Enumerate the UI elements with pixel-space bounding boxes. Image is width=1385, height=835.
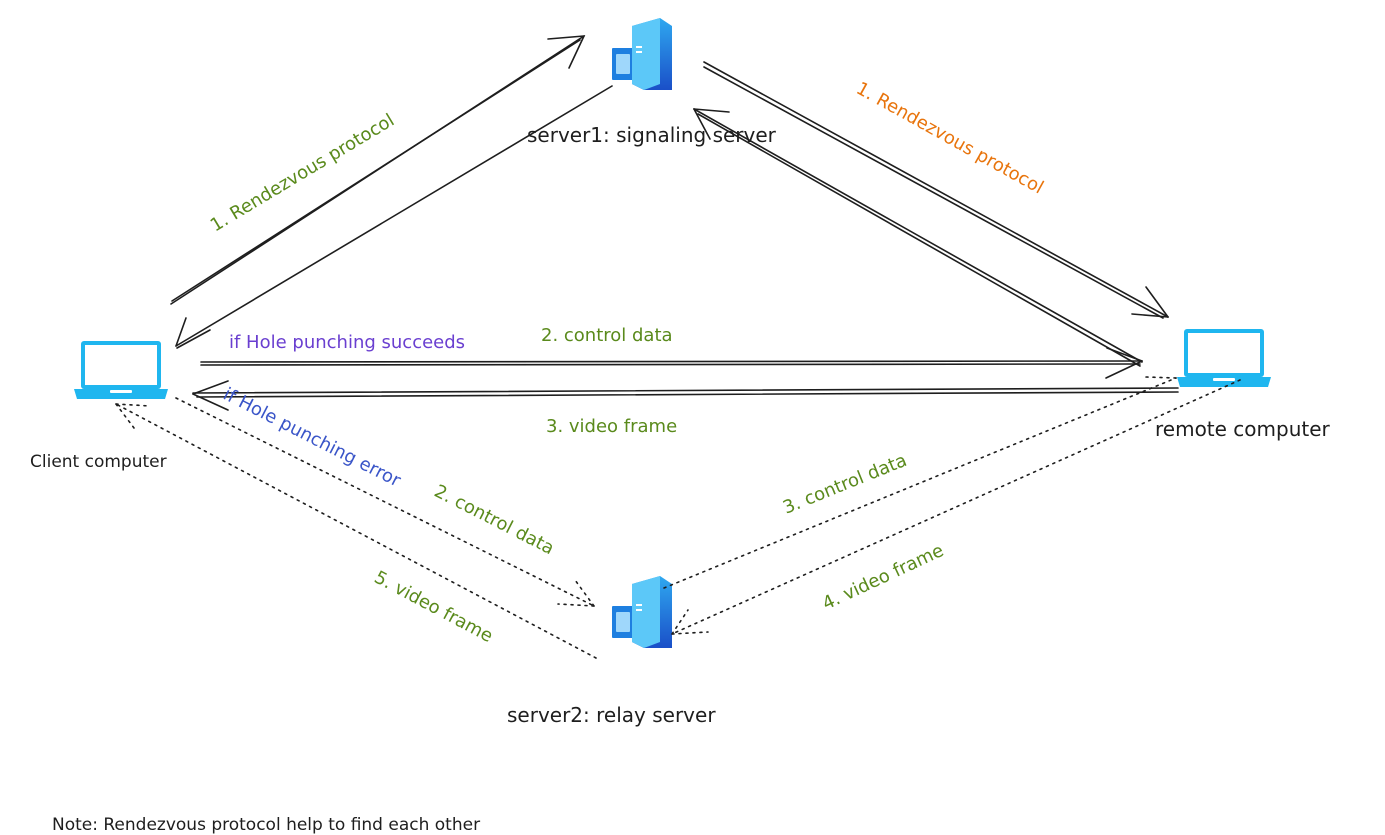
arrow-signaling-to-remote bbox=[703, 61, 1169, 319]
relay-server-label: server2: relay server bbox=[507, 703, 716, 727]
arrow-client-to-signaling bbox=[170, 35, 586, 305]
signaling-server-label: server1: signaling server bbox=[527, 123, 777, 147]
label-control-relay-out: 3. control data bbox=[780, 450, 910, 519]
label-control-direct: 2. control data bbox=[541, 325, 673, 346]
remote-laptop-icon bbox=[1177, 329, 1271, 387]
relay-server-icon bbox=[612, 576, 672, 648]
label-video-relay-out: 5. video frame bbox=[371, 567, 497, 647]
remote-computer-label: remote computer bbox=[1155, 417, 1331, 441]
label-rendezvous-right: 1. Rendezvous protocol bbox=[853, 78, 1047, 198]
arrow-relay-to-remote-control bbox=[663, 376, 1177, 589]
label-hole-error: if Hole punching error bbox=[220, 384, 405, 492]
arrow-signaling-to-client bbox=[175, 85, 613, 349]
client-laptop-icon bbox=[74, 341, 168, 399]
label-hole-success: if Hole punching succeeds bbox=[229, 332, 465, 353]
arrow-remote-to-relay-video bbox=[671, 379, 1241, 635]
label-control-relay-in: 2. control data bbox=[431, 481, 558, 559]
label-video-relay-in: 4. video frame bbox=[819, 540, 947, 614]
arrow-direct-video bbox=[192, 380, 1179, 411]
label-video-direct: 3. video frame bbox=[546, 416, 677, 437]
arrow-relay-to-client-video bbox=[115, 403, 597, 659]
arrow-direct-control bbox=[200, 347, 1143, 379]
signaling-server-icon bbox=[612, 18, 672, 90]
arrow-relay-client-to-relay bbox=[175, 397, 595, 607]
note-text: Note: Rendezvous protocol help to find e… bbox=[52, 815, 480, 835]
client-computer-label: Client computer bbox=[30, 452, 167, 472]
arrow-remote-to-signaling bbox=[693, 108, 1143, 367]
